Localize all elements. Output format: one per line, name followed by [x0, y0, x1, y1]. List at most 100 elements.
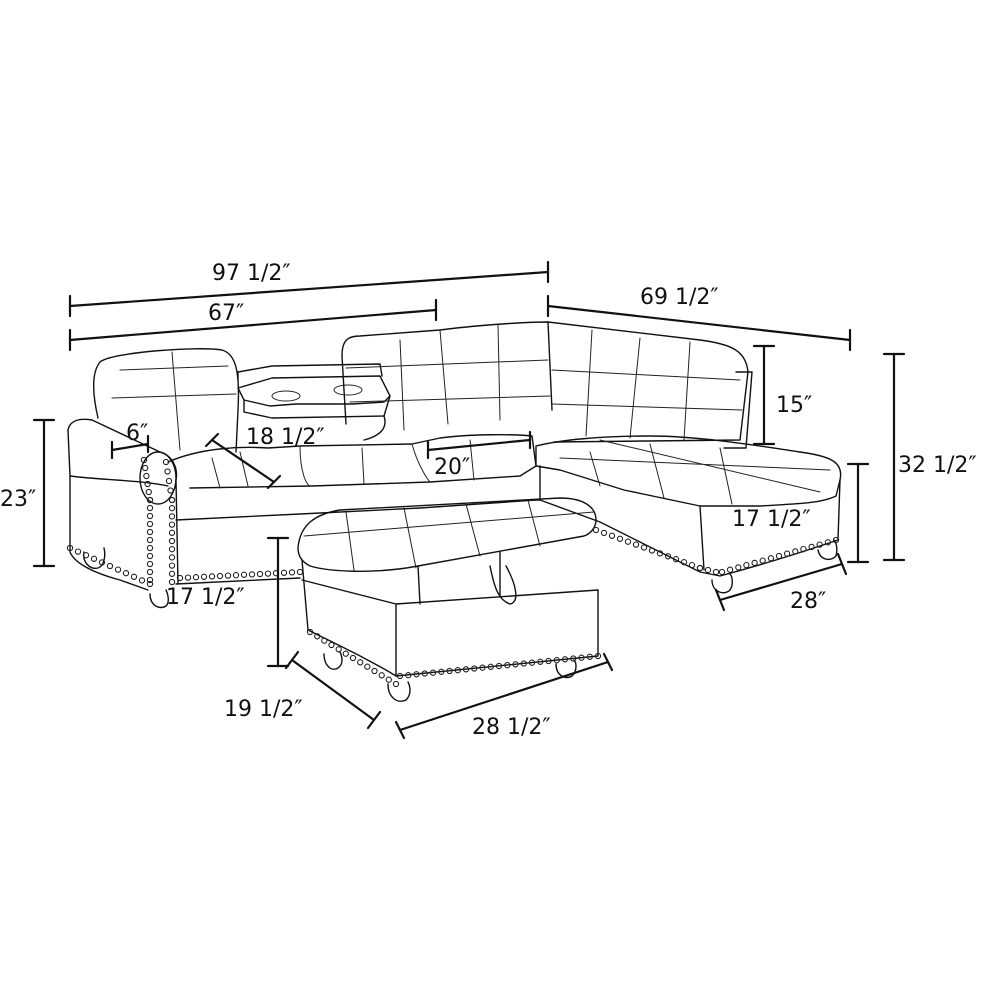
nailhead-stud [164, 468, 171, 475]
nailhead-stud [735, 564, 742, 571]
nailhead-stud [656, 550, 664, 557]
nailhead-stud [586, 653, 593, 660]
nailhead-stud [314, 633, 321, 640]
nailhead-stud [537, 658, 544, 665]
nailhead-stud [392, 680, 400, 688]
nailhead-stud [783, 550, 791, 557]
nailhead-stud [495, 662, 503, 670]
nailhead-stud [168, 496, 176, 504]
nailhead-stud [816, 541, 823, 548]
nailhead-stud [144, 480, 151, 488]
sofa-width-line [68, 308, 438, 342]
nailhead-stud [616, 535, 624, 542]
nailhead-stud [216, 572, 224, 580]
nailhead-stud [168, 554, 176, 561]
nailhead-stud [138, 577, 146, 584]
nailhead-stud [545, 657, 552, 665]
nailhead-stud [454, 667, 461, 674]
sofa-illustration [67, 321, 842, 702]
nailhead-stud [146, 536, 154, 544]
dimension-labels: 97 1/2″ 67″ 69 1/2″ 15″ 32 1/2″ 23″ 6″ 1… [0, 261, 977, 740]
label-console-width: 18 1/2″ [246, 425, 325, 450]
nailhead-stud [306, 628, 314, 636]
label-chaise-width: 28″ [790, 589, 826, 614]
nailhead-stud [145, 488, 152, 496]
nailhead-stud [114, 566, 122, 573]
label-total-height: 32 1/2″ [898, 453, 977, 478]
label-armrest-width: 6″ [126, 421, 148, 446]
nailhead-stud [200, 573, 208, 580]
nailhead-stud [640, 544, 648, 551]
nailhead-stud [146, 560, 154, 568]
total-width-line [68, 270, 550, 308]
nailhead-stud [608, 532, 616, 539]
nailhead-stud [696, 564, 704, 572]
chaise-length-line [546, 304, 852, 342]
nailhead-stud [832, 536, 840, 544]
ottoman-depth-line [290, 658, 376, 722]
nailhead-stud [142, 464, 149, 472]
nailhead-stud [704, 566, 712, 574]
nailhead-trim [66, 456, 840, 688]
nailhead-stud [224, 572, 232, 579]
nailhead-stud [162, 458, 170, 466]
nailhead-stud [168, 546, 176, 553]
nailhead-stud [479, 664, 486, 671]
nailhead-stud [168, 570, 176, 577]
nailhead-stud [712, 568, 720, 576]
nailhead-stud [512, 661, 519, 668]
nailhead-stud [624, 538, 632, 545]
nailhead-stud [528, 659, 536, 666]
label-sofa-seat-height: 17 1/2″ [166, 585, 245, 610]
nailhead-stud [570, 655, 577, 662]
nailhead-stud [385, 676, 392, 683]
nailhead-stud [168, 529, 176, 536]
label-chaise-length: 69 1/2″ [640, 285, 719, 310]
nailhead-stud [335, 646, 342, 653]
nailhead-stud [140, 456, 148, 464]
nailhead-stud [594, 652, 602, 660]
nailhead-stud [342, 650, 349, 657]
nailhead-stud [328, 641, 335, 649]
nailhead-stud [192, 574, 200, 581]
label-back-height: 15″ [776, 393, 812, 418]
nailhead-stud [168, 521, 176, 528]
nailhead-stud [487, 663, 494, 670]
label-total-width: 97 1/2″ [212, 261, 291, 286]
nailhead-stud [168, 505, 176, 512]
nailhead-stud [280, 569, 288, 576]
nailhead-stud [800, 545, 807, 553]
nailhead-stud [98, 559, 106, 566]
nailhead-stud [146, 504, 154, 512]
nailhead-stud [146, 552, 154, 560]
nailhead-stud [688, 561, 696, 569]
nailhead-stud [296, 568, 304, 576]
nailhead-stud [146, 512, 154, 520]
nailhead-stud [824, 539, 832, 546]
nailhead-stud [168, 562, 176, 569]
nailhead-stud [378, 672, 385, 679]
nailhead-stud [759, 557, 766, 564]
nailhead-stud [504, 662, 511, 669]
nailhead-stud [421, 670, 428, 677]
label-arm-height: 23″ [0, 487, 36, 512]
nailhead-stud [74, 548, 82, 555]
nailhead-stud [553, 657, 560, 664]
label-sofa-width: 67″ [208, 301, 244, 326]
nailhead-stud [349, 654, 357, 662]
nailhead-stud [438, 668, 445, 675]
nailhead-stud [462, 666, 470, 673]
nailhead-stud [232, 572, 240, 579]
nailhead-stud [167, 487, 174, 494]
nailhead-stud [520, 660, 527, 667]
nailhead-stud [146, 576, 154, 584]
nailhead-stud [168, 578, 176, 586]
nailhead-stud [184, 574, 192, 581]
nailhead-stud [321, 637, 328, 644]
nailhead-stud [413, 671, 420, 678]
label-chaise-seat-height: 17 1/2″ [732, 507, 811, 532]
nailhead-stud [165, 477, 173, 485]
nailhead-stud [396, 672, 404, 680]
nailhead-stud [561, 656, 569, 663]
